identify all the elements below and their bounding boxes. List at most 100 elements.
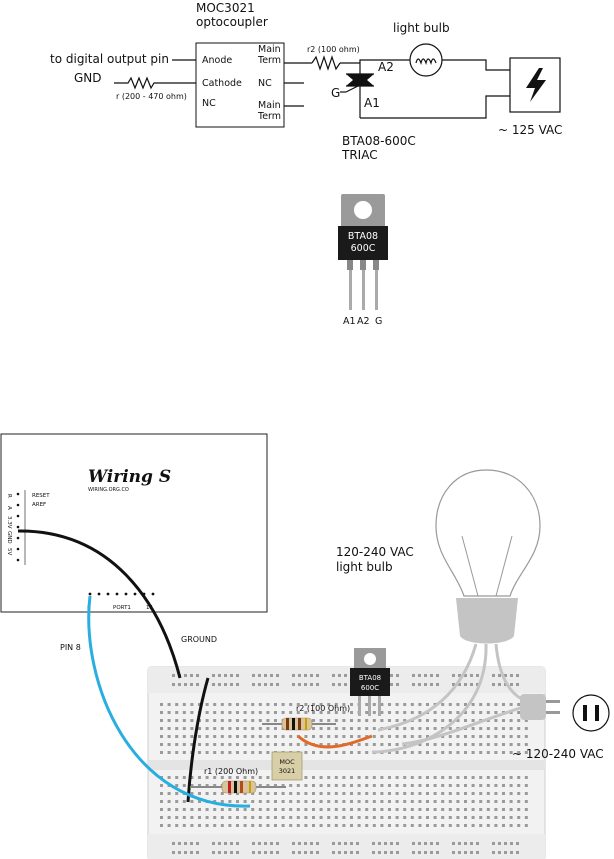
breadboard-hole <box>524 719 528 722</box>
breadboard-hole <box>190 842 193 845</box>
breadboard-hole <box>264 851 267 854</box>
breadboard-hole <box>433 719 437 722</box>
breadboard-hole <box>167 743 171 746</box>
breadboard-hole <box>380 719 384 722</box>
reset-label: RESET <box>32 493 50 499</box>
breadboard-hole <box>494 800 498 803</box>
breadboard-hole <box>266 735 270 738</box>
breadboard-hole <box>310 674 313 677</box>
breadboard-hole <box>296 808 300 811</box>
breadboard-hole <box>218 674 221 677</box>
breadboard-hole <box>524 743 528 746</box>
breadboard-hole <box>190 735 194 738</box>
breadboard-hole <box>296 816 300 819</box>
breadboard-hole <box>448 735 452 738</box>
breadboard-hole <box>388 743 391 746</box>
breadboard-hole <box>213 703 217 706</box>
breadboard-hole <box>220 719 224 722</box>
breadboard-hole <box>243 792 247 795</box>
pin-a2-leg <box>362 270 365 310</box>
breadboard-hole <box>212 674 215 677</box>
breadboard-hole <box>281 792 285 795</box>
side-pin-a: A <box>6 506 12 510</box>
breadboard-hole <box>502 808 505 811</box>
breadboard-hole <box>380 784 384 787</box>
breadboard-hole <box>252 842 255 845</box>
breadboard-hole <box>388 751 391 754</box>
breadboard-hole <box>266 703 270 706</box>
breadboard-hole <box>228 776 232 779</box>
breadboard-hole <box>524 808 528 811</box>
breadboard-hole <box>289 792 293 795</box>
optocoupler-box <box>195 42 285 128</box>
breadboard-hole <box>190 727 194 730</box>
breadboard-hole <box>448 792 452 795</box>
breadboard-hole <box>410 784 414 787</box>
breadboard-hole <box>524 816 528 819</box>
breadboard-hole <box>418 727 422 730</box>
breadboard-hole <box>441 816 445 819</box>
breadboard-hole <box>160 816 163 819</box>
breadboard-hole <box>228 703 232 706</box>
breadboard-hole <box>350 703 353 706</box>
breadboard-hole <box>276 842 279 845</box>
breadboard-hole <box>276 683 279 686</box>
breadboard-hole <box>357 808 361 811</box>
breadboard-hole <box>190 743 194 746</box>
breadboard-hole <box>205 824 209 827</box>
breadboard-hole <box>327 735 331 738</box>
breadboard-hole <box>471 751 475 754</box>
breadboard-hole <box>334 703 338 706</box>
breadboard-hole <box>441 776 445 779</box>
breadboard-hole <box>182 743 186 746</box>
breadboard-hole <box>251 719 255 722</box>
breadboard-hole <box>182 776 186 779</box>
breadboard-hole <box>350 816 353 819</box>
breadboard-hole <box>452 683 455 686</box>
breadboard-hole <box>486 784 490 787</box>
breadboard-hole <box>418 800 422 803</box>
breadboard-hole <box>296 703 300 706</box>
breadboard-hole <box>304 792 308 795</box>
breadboard-hole <box>258 851 261 854</box>
breadboard-hole <box>436 851 439 854</box>
breadboard-hole <box>494 808 498 811</box>
breadboard-hole <box>160 800 163 803</box>
breadboard-hole <box>304 776 308 779</box>
pin-term-2: Term <box>257 111 281 122</box>
side-pin-33v: 3.3V <box>6 516 12 529</box>
breadboard-hole <box>251 743 255 746</box>
breadboard-hole <box>372 792 376 795</box>
breadboard-hole <box>494 784 498 787</box>
breadboard-hole <box>230 683 233 686</box>
breadboard-hole <box>486 727 490 730</box>
breadboard-hole <box>258 792 262 795</box>
breadboard-hole <box>388 776 391 779</box>
breadboard-hole <box>384 842 387 845</box>
breadboard-hole <box>365 743 369 746</box>
breadboard-hole <box>524 800 528 803</box>
breadboard-hole <box>456 703 460 706</box>
breadboard-hole <box>524 727 528 730</box>
breadboard-hole <box>494 743 498 746</box>
breadboard-hole <box>464 751 467 754</box>
breadboard-hole <box>456 824 460 827</box>
breadboard-hole <box>372 784 376 787</box>
orange-jumper <box>296 734 373 749</box>
breadboard-hole <box>458 683 461 686</box>
breadboard-hole <box>448 800 452 803</box>
breadboard-hole <box>464 824 467 827</box>
breadboard-hole <box>281 784 285 787</box>
breadboard-hole <box>426 727 429 730</box>
breadboard-hole <box>494 776 498 779</box>
breadboard-hole <box>464 683 467 686</box>
breadboard-hole <box>524 792 528 795</box>
breadboard-hole <box>395 784 399 787</box>
breadboard-hole <box>426 735 429 738</box>
breadboard-hole <box>395 776 399 779</box>
breadboard-hole <box>327 711 331 714</box>
breadboard-hole <box>418 735 422 738</box>
breadboard-hole <box>403 719 407 722</box>
breadboard-hole <box>270 683 273 686</box>
breadboard-hole <box>274 824 277 827</box>
